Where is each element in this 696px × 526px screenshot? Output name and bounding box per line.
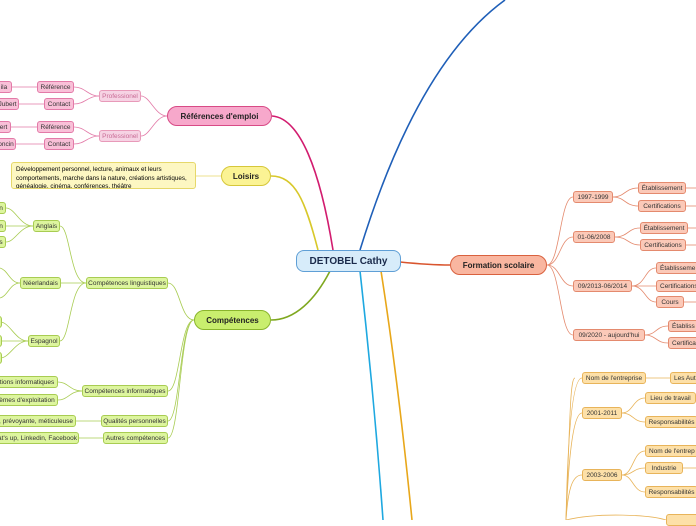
formation-node[interactable]: Formation scolaire bbox=[450, 255, 547, 275]
formation-p2-item-2[interactable]: Certifications bbox=[640, 239, 686, 251]
competences-linguistiques[interactable]: Compétences linguistiques bbox=[86, 277, 168, 289]
formation-period-1[interactable]: 1997-1999 bbox=[573, 191, 613, 203]
edge-root-loisirs bbox=[270, 175, 319, 251]
formation-p3-item-2[interactable]: Certifications bbox=[656, 280, 696, 292]
formation-p4-item-2[interactable]: Certifica bbox=[668, 337, 696, 349]
edge-root-top bbox=[359, 0, 506, 251]
qualites-personnelles[interactable]: Qualités personnelles bbox=[101, 415, 168, 427]
experience-p2-item-1[interactable]: Nom de l'entrep bbox=[645, 445, 696, 457]
reference-value-2[interactable]: ert bbox=[0, 121, 11, 133]
formation-p3-item-1[interactable]: Établisseme bbox=[656, 262, 696, 274]
loisirs-node[interactable]: Loisirs bbox=[221, 166, 271, 186]
edge-root-formation bbox=[399, 261, 451, 266]
espagnol-node[interactable]: Espagnol bbox=[28, 335, 60, 347]
experience-entreprise-value[interactable]: Les Aut bbox=[670, 372, 696, 384]
references-node[interactable]: Références d'emploi bbox=[167, 106, 272, 126]
experience-p2-item-2[interactable]: Industrie bbox=[645, 462, 683, 474]
formation-period-3[interactable]: 09/2013-06/2014 bbox=[573, 280, 632, 292]
experience-p2-item-3[interactable]: Responsabilités bbox=[645, 486, 696, 498]
espagnol-item-1 bbox=[0, 316, 2, 328]
loisirs-description[interactable]: Développement personnel, lecture, animau… bbox=[11, 162, 196, 189]
formation-p4-item-1[interactable]: Établiss bbox=[668, 320, 696, 332]
edge-root-competences bbox=[270, 270, 331, 321]
experience-p1-item-1[interactable]: Lieu de travail bbox=[645, 392, 696, 404]
anglais-item-1[interactable]: n bbox=[0, 202, 6, 214]
autres-value[interactable]: at's up, Linkedin, Facebook bbox=[0, 432, 79, 444]
experience-period-1[interactable]: 2001-2011 bbox=[582, 407, 622, 419]
anglais-item-3[interactable]: s bbox=[0, 236, 6, 248]
competences-node[interactable]: Compétences bbox=[194, 310, 271, 330]
references-group2[interactable]: Professionel bbox=[99, 130, 141, 142]
espagnol-item-2 bbox=[0, 335, 2, 347]
experience-p1-item-2[interactable]: Responsabilités bbox=[645, 416, 696, 428]
reference-label-2[interactable]: Référence bbox=[37, 121, 74, 133]
formation-p2-item-1[interactable]: Établissement bbox=[640, 222, 688, 234]
reference-value-1[interactable]: ila bbox=[0, 81, 12, 93]
anglais-node[interactable]: Anglais bbox=[33, 220, 60, 232]
experience-next-item bbox=[666, 514, 696, 526]
experience-period-2[interactable]: 2003-2006 bbox=[582, 469, 622, 481]
experience-entreprise-label[interactable]: Nom de l'entreprise bbox=[582, 372, 646, 384]
contact-label-2[interactable]: Contact bbox=[44, 138, 74, 150]
formation-p1-item-2[interactable]: Certifications bbox=[638, 200, 686, 212]
neerlandais-node[interactable]: Néerlandais bbox=[20, 277, 61, 289]
formation-p1-item-1[interactable]: Établissement bbox=[638, 182, 686, 194]
formation-period-4[interactable]: 09/2020 - aujourd'hui bbox=[573, 329, 645, 341]
references-group1[interactable]: Professionel bbox=[99, 90, 141, 102]
competences-informatiques[interactable]: Compétences informatiques bbox=[82, 385, 168, 397]
informatique-item-1[interactable]: tions informatiques bbox=[0, 376, 58, 388]
formation-period-2[interactable]: 01-06/2008 bbox=[573, 231, 615, 243]
root-node[interactable]: DETOBEL Cathy bbox=[296, 250, 401, 272]
espagnol-item-3 bbox=[0, 352, 2, 364]
edge-root-references bbox=[271, 115, 334, 251]
informatique-item-2[interactable]: èmes d'exploitation bbox=[0, 394, 58, 406]
formation-p3-item-3[interactable]: Cours bbox=[656, 296, 684, 308]
contact-label-1[interactable]: Contact bbox=[44, 98, 74, 110]
edge-root-bottom bbox=[359, 270, 384, 520]
qualites-value[interactable]: , prévoyante, méticuleuse bbox=[0, 415, 76, 427]
anglais-item-2[interactable]: n bbox=[0, 220, 6, 232]
reference-label-1[interactable]: Référence bbox=[37, 81, 74, 93]
autres-competences[interactable]: Autres compétences bbox=[103, 432, 168, 444]
edge-root-experience bbox=[380, 270, 413, 520]
contact-value-1[interactable]: Jubert bbox=[0, 98, 19, 110]
contact-value-2[interactable]: oncin bbox=[0, 138, 16, 150]
